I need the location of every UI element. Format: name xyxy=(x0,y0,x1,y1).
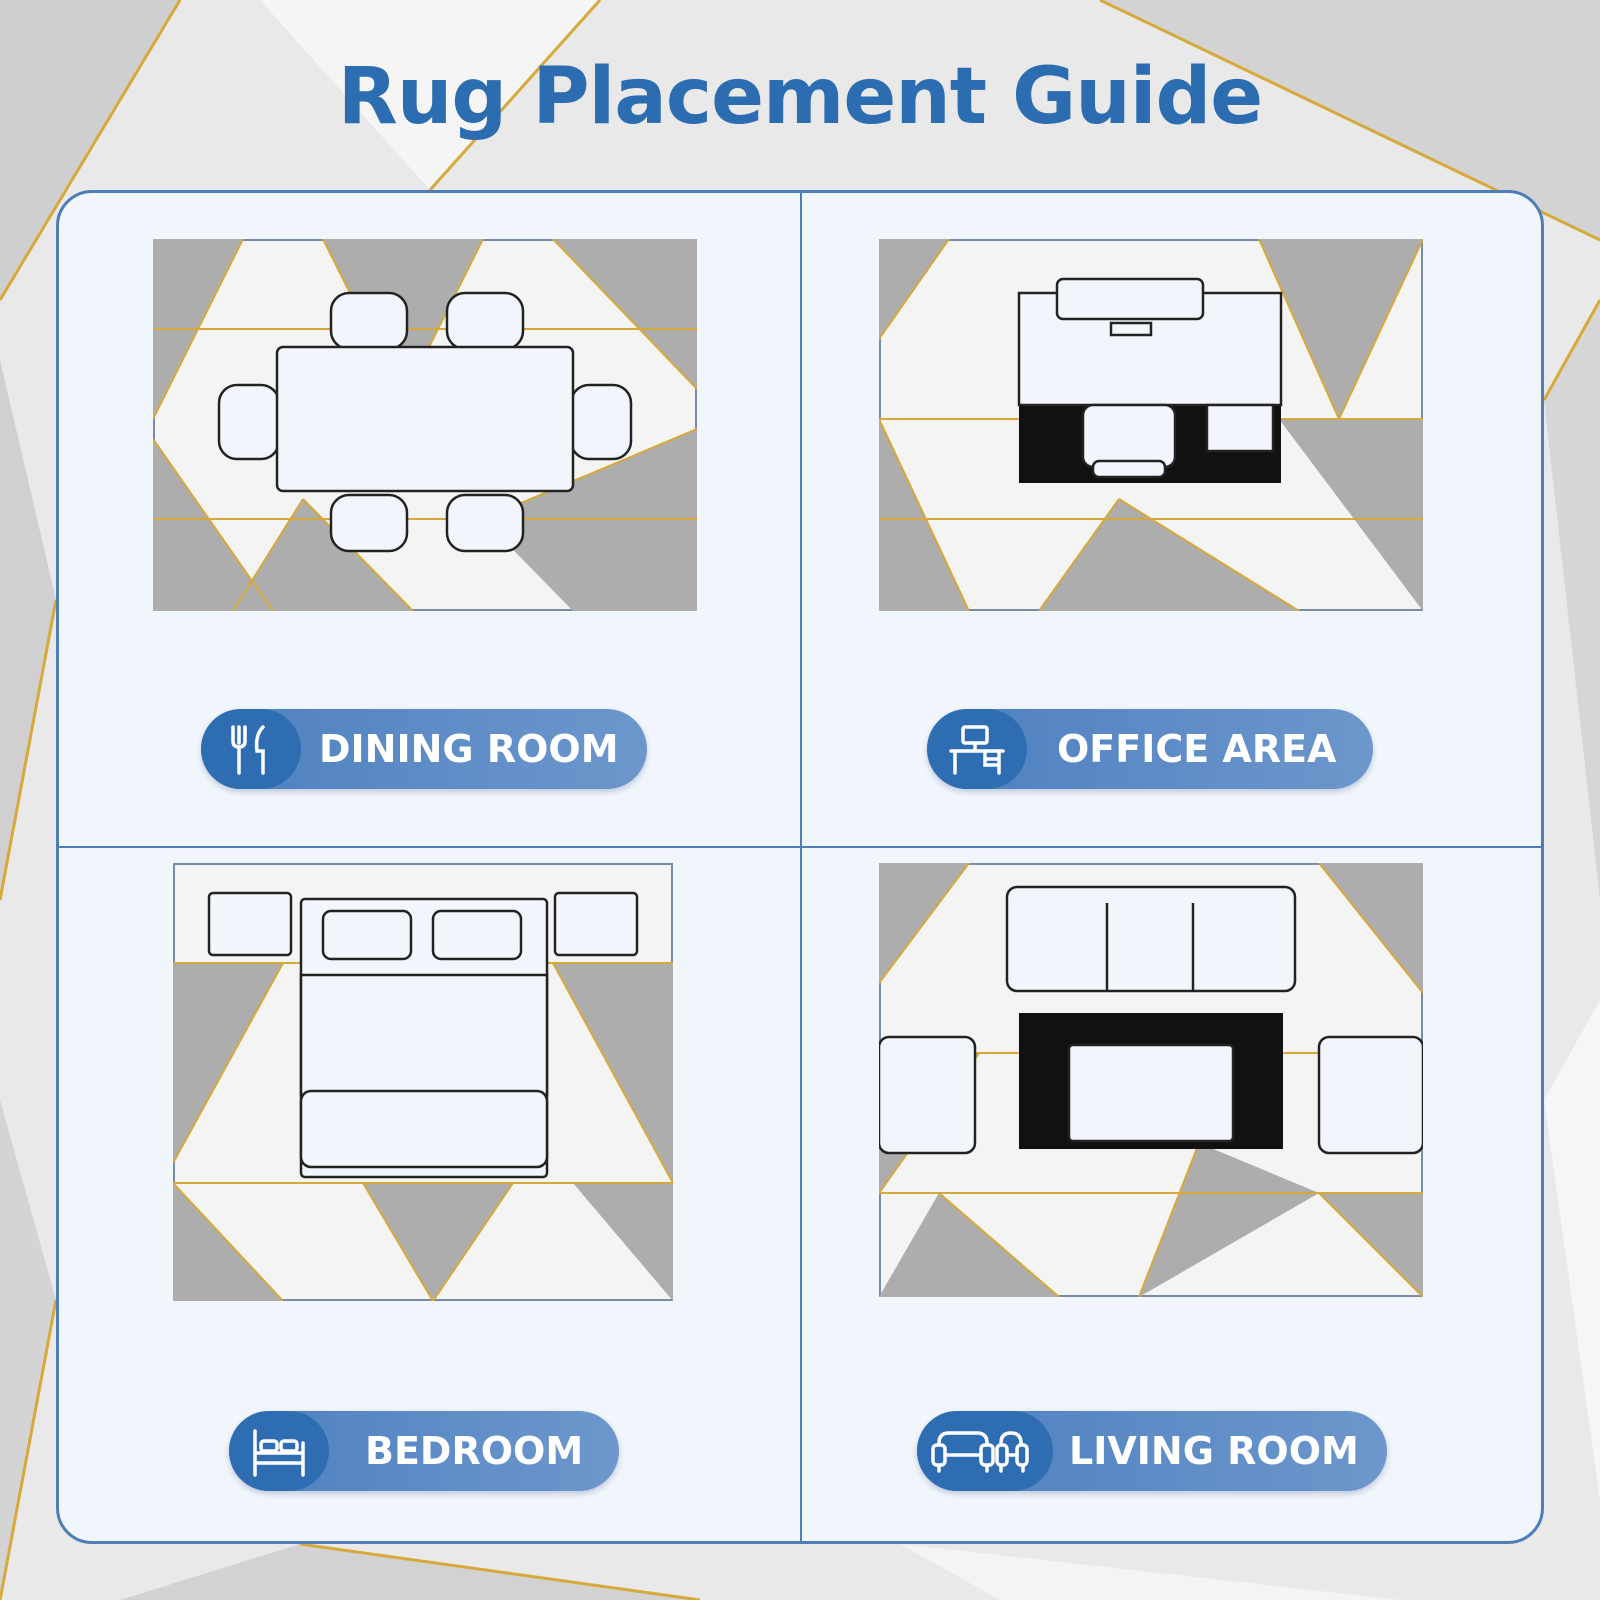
office-rug-illustration xyxy=(879,239,1423,611)
office-area-label: OFFICE AREA xyxy=(1057,727,1337,771)
vertical-divider xyxy=(800,193,802,1541)
dining-room-label-pill: DINING ROOM xyxy=(201,709,647,789)
guide-panel: DINING ROOM OFFICE AREA BEDROOM xyxy=(56,190,1544,1544)
office-area-label-pill: OFFICE AREA xyxy=(927,709,1373,789)
living-rug-illustration xyxy=(879,863,1423,1297)
sofa-armchair-icon xyxy=(917,1411,1053,1491)
bedroom-rug-illustration xyxy=(173,863,673,1301)
living-room-label: LIVING ROOM xyxy=(1069,1429,1359,1473)
horizontal-divider xyxy=(59,846,1541,848)
desk-computer-icon xyxy=(927,709,1027,789)
fork-knife-icon xyxy=(201,709,301,789)
bedroom-label-pill: BEDROOM xyxy=(229,1411,619,1491)
bedroom-label: BEDROOM xyxy=(365,1429,584,1473)
dining-rug-illustration xyxy=(153,239,697,611)
dining-room-label: DINING ROOM xyxy=(319,727,619,771)
bed-icon xyxy=(229,1411,329,1491)
living-room-label-pill: LIVING ROOM xyxy=(917,1411,1387,1491)
page-title: Rug Placement Guide xyxy=(337,52,1263,142)
